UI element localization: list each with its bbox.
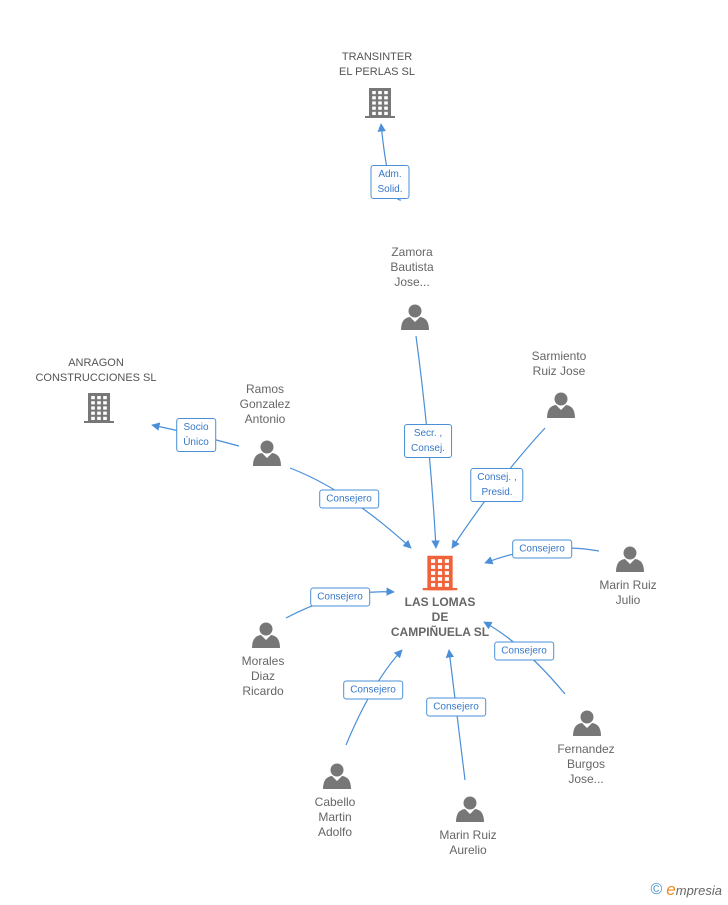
person-icon-morales[interactable] [252,622,280,649]
node-label-transinter[interactable]: TRANSINTER EL PERLAS SL [338,51,416,78]
brand-logo: © empresia [650,880,722,900]
node-label-marin-aurelio[interactable]: Marin Ruiz Aurelio [439,828,497,857]
person-icon-marin-aurelio[interactable] [456,796,484,823]
copyright-icon: © [650,881,663,898]
icons-layer [84,88,644,822]
company-building-icon-anragon[interactable] [84,393,114,423]
brand-e: e [666,880,676,899]
edge-label-zamora-to-las-lomas[interactable]: Secr. , Consej. [404,424,452,458]
person-icon-fernandez[interactable] [573,710,601,737]
person-icon-zamora[interactable] [401,304,429,331]
edge-label-morales-to-las-lomas[interactable]: Consejero [310,587,370,607]
edge-label-sarmiento-to-las-lomas[interactable]: Consej. , Presid. [470,468,524,502]
person-icon-cabello[interactable] [323,763,351,790]
person-icon-marin-julio[interactable] [616,546,644,573]
node-label-morales[interactable]: Morales Diaz Ricardo [241,654,285,698]
edge-label-ramos-to-las-lomas[interactable]: Consejero [319,489,379,509]
edge-label-ramos-to-anragon[interactable]: Socio Único [176,418,216,452]
edge-label-marin-julio-to-las-lomas[interactable]: Consejero [512,539,572,559]
node-label-zamora[interactable]: Zamora Bautista Jose... [390,245,434,289]
person-icon-sarmiento[interactable] [547,392,575,419]
center-company-building-icon[interactable] [422,555,458,591]
edge-label-marin-aurelio-to-las-lomas[interactable]: Consejero [426,697,486,717]
company-building-icon-transinter[interactable] [365,88,395,118]
brand-name: mpresia [675,883,722,898]
node-label-cabello[interactable]: Cabello Martin Adolfo [314,795,356,839]
edge-label-fernandez-to-las-lomas[interactable]: Consejero [494,641,554,661]
node-label-ramos[interactable]: Ramos Gonzalez Antonio [239,382,291,426]
edge-label-zamora-to-transinter[interactable]: Adm. Solid. [370,165,410,199]
node-label-sarmiento[interactable]: Sarmiento Ruiz Jose [531,349,587,378]
node-label-marin-julio[interactable]: Marin Ruiz Julio [599,578,657,607]
node-label-las-lomas[interactable]: LAS LOMAS DE CAMPIÑUELA SL [390,595,490,639]
node-label-anragon[interactable]: ANRAGON CONSTRUCCIONES SL [35,357,157,384]
node-label-fernandez[interactable]: Fernandez Burgos Jose... [557,742,615,786]
person-icon-ramos[interactable] [253,440,281,467]
edge-label-cabello-to-las-lomas[interactable]: Consejero [343,680,403,700]
